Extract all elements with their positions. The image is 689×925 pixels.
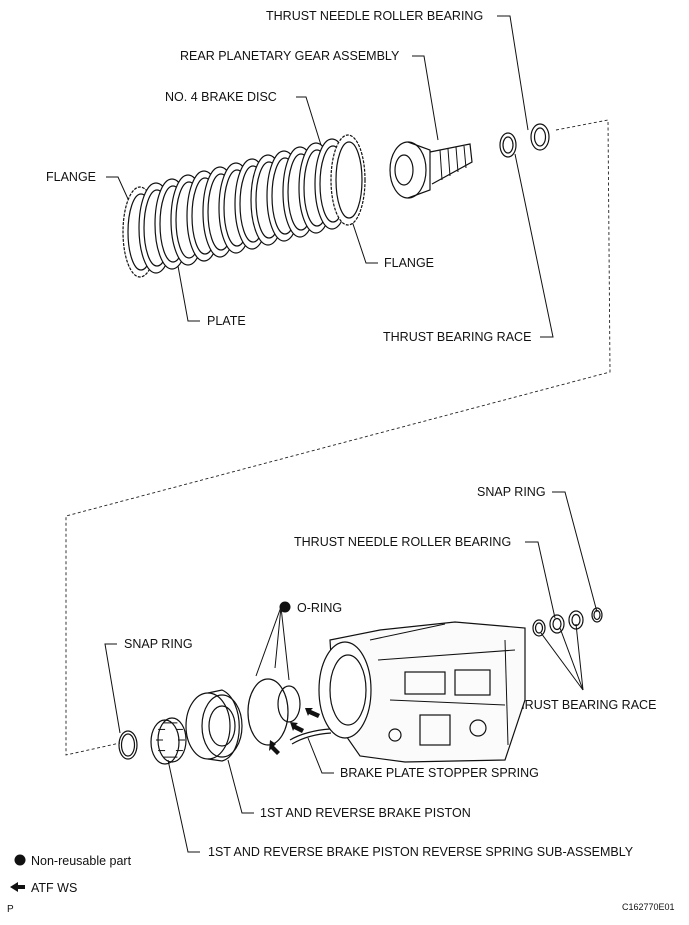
non-reusable-dot-icon bbox=[14, 854, 26, 866]
label-thrust-bearing-race-top: THRUST BEARING RACE bbox=[383, 330, 531, 344]
label-flange-left: FLANGE bbox=[46, 170, 96, 184]
brake-plate-stopper-spring-part bbox=[289, 728, 332, 745]
label-rear-planetary-gear-assembly: REAR PLANETARY GEAR ASSEMBLY bbox=[180, 49, 400, 63]
legend-non-reusable: Non-reusable part bbox=[31, 854, 132, 868]
leader-lines-bottom bbox=[104, 491, 598, 853]
label-first-reverse-spring-sub-assembly: 1ST AND REVERSE BRAKE PISTON REVERSE SPR… bbox=[208, 845, 634, 859]
atf-arrow-2-icon bbox=[290, 722, 304, 733]
thrust-needle-bearing-bottom bbox=[549, 614, 565, 634]
label-brake-plate-stopper-spring: BRAKE PLATE STOPPER SPRING bbox=[340, 766, 539, 780]
first-reverse-brake-piston-part bbox=[185, 689, 243, 762]
atf-arrow-1-icon bbox=[269, 740, 280, 755]
label-first-reverse-brake-piston: 1ST AND REVERSE BRAKE PISTON bbox=[260, 806, 471, 820]
alignment-dashed-path bbox=[65, 119, 611, 756]
atf-arrow-icon bbox=[10, 882, 25, 892]
leader-lines-top bbox=[106, 15, 554, 338]
figure-code: C162770E01 bbox=[622, 902, 675, 912]
label-o-ring: O-RING bbox=[297, 601, 342, 615]
label-thrust-bearing-race-bottom: THRUST BEARING RACE bbox=[508, 698, 656, 712]
transmission-case bbox=[318, 621, 526, 763]
thrust-race-bottom-1 bbox=[532, 619, 546, 637]
snap-ring-left-part bbox=[118, 730, 138, 760]
legend-atf: ATF WS bbox=[31, 881, 77, 895]
o-rings bbox=[247, 678, 320, 755]
label-no4-brake-disc: NO. 4 BRAKE DISC bbox=[165, 90, 277, 104]
label-plate: PLATE bbox=[207, 314, 246, 328]
label-snap-ring-right: SNAP RING bbox=[477, 485, 546, 499]
brake-disc-pack bbox=[122, 134, 366, 278]
thrust-needle-bearing-top bbox=[530, 123, 550, 151]
reverse-spring-sub-assembly bbox=[150, 717, 187, 765]
footer-mark-p: P bbox=[7, 904, 14, 915]
thrust-race-bottom-2 bbox=[568, 610, 584, 630]
rear-planetary-gear-assembly bbox=[389, 141, 473, 199]
label-thrust-needle-roller-bearing-bottom: THRUST NEEDLE ROLLER BEARING bbox=[294, 535, 511, 549]
disc-inner-rim bbox=[335, 141, 363, 219]
label-snap-ring-left: SNAP RING bbox=[124, 637, 193, 651]
label-flange-right: FLANGE bbox=[384, 256, 434, 270]
o-ring-non-reusable-dot-icon bbox=[279, 601, 291, 613]
flange-disc bbox=[330, 134, 366, 226]
atf-arrow-3-icon bbox=[305, 708, 320, 718]
thrust-race-top bbox=[499, 132, 517, 158]
label-thrust-needle-roller-bearing-top: THRUST NEEDLE ROLLER BEARING bbox=[266, 9, 483, 23]
snap-ring-right-part bbox=[591, 607, 603, 623]
